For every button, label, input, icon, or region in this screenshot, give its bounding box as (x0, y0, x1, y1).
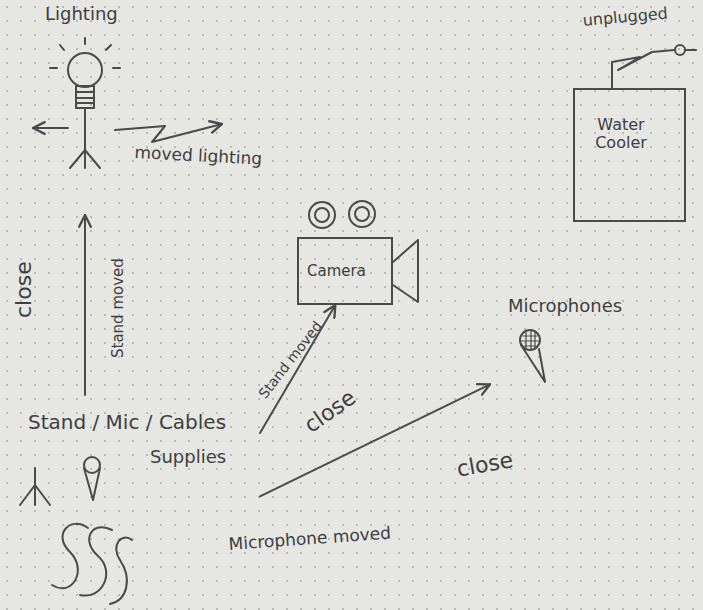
distance-note: close (455, 448, 515, 482)
move-arrow (260, 384, 490, 496)
unplugged-cord (612, 45, 696, 88)
camera-reel-hub (315, 208, 329, 222)
tripod-symbol (20, 468, 50, 505)
light-stand (70, 108, 100, 168)
cable-coil (52, 524, 88, 589)
small-mic-handle (84, 468, 100, 500)
microphone-symbol (520, 330, 545, 382)
camera-reel (309, 202, 335, 228)
node-text: Stand / Mic / Cables (28, 411, 226, 434)
camera-box: Camera (297, 237, 393, 305)
camera-symbol (309, 201, 418, 302)
lighting-node: Lighting (35, 0, 155, 215)
cord-line (612, 50, 674, 88)
mic-handle (521, 345, 545, 382)
microphones-node: Microphones (490, 290, 655, 390)
bulb-base (76, 86, 94, 108)
water-cooler-box: Water Cooler (573, 88, 686, 222)
edge-label: Stand moved (110, 258, 127, 358)
plug-prong (685, 49, 696, 51)
node-text: Water Cooler (581, 116, 661, 153)
node-text: Microphones (508, 296, 622, 317)
light-bulb-symbol (50, 38, 120, 168)
move-right-zigzag-arrow (115, 124, 222, 142)
plug-head (675, 45, 685, 55)
move-note: moved lighting (134, 143, 262, 168)
camera-lens (393, 240, 418, 302)
cable-coil (80, 527, 112, 595)
mic-grille (521, 330, 539, 350)
edge-label: Stand moved (256, 319, 325, 402)
camera-reel (349, 201, 375, 227)
node-text: Supplies (150, 447, 226, 468)
distance-note: close (300, 385, 360, 437)
distance-note: close (12, 261, 36, 318)
node-text: Lighting (45, 4, 118, 25)
cable-coil (110, 538, 132, 604)
camera-reel-hub (355, 207, 369, 221)
move-arrow (84, 215, 86, 395)
light-rays (50, 38, 120, 68)
supplies-node: Stand / Mic / CablesSupplies (10, 395, 260, 605)
bulb-threads (76, 92, 94, 103)
supplies-symbols (20, 457, 132, 604)
small-mic-head (84, 457, 100, 473)
cord-note: unplugged (582, 5, 669, 30)
node-text: Camera (307, 263, 366, 280)
move-left-arrow (33, 127, 68, 129)
edge-label: Microphone moved (228, 524, 392, 554)
bulb-glass (68, 53, 102, 87)
